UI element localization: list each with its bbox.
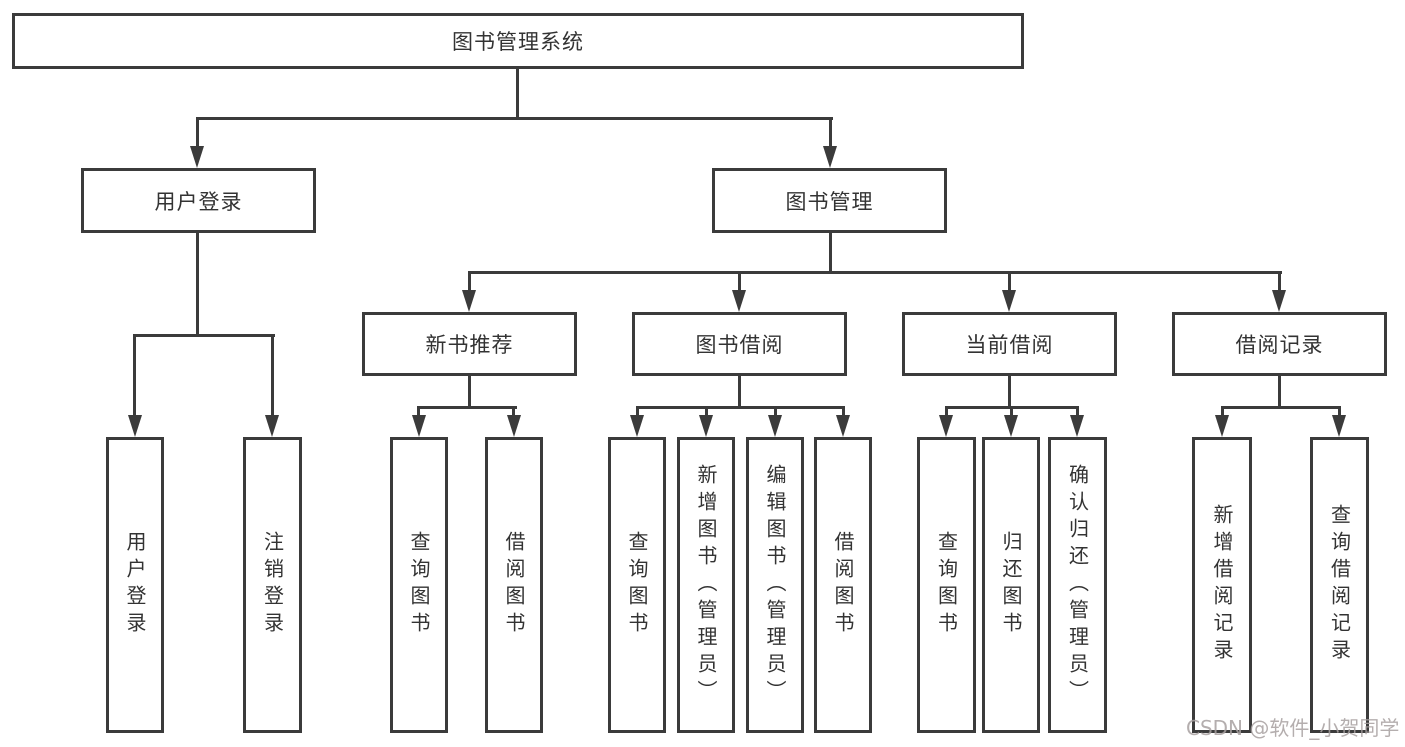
connector-stub-records-leaf-2 <box>1338 406 1341 415</box>
connector-stub-current-borrow <box>1008 271 1011 290</box>
connector-stub-bookborrow-leaf-4 <box>842 406 845 415</box>
node-book-mgmt: 图书管理 <box>712 168 947 233</box>
arrow-currentborrow-leaf-3 <box>1070 415 1084 437</box>
arrow-login-leaf-2 <box>265 415 279 437</box>
node-book-borrow-label: 图书借阅 <box>695 333 784 357</box>
connector-stub-newbooks-leaf-1 <box>417 406 420 415</box>
connector-stub-currentborrow-leaf-2 <box>1010 406 1013 415</box>
arrow-records-leaf-2 <box>1332 415 1346 437</box>
node-user-login-label: 用户登录 <box>154 189 243 214</box>
connector-bookborrow-horizontal <box>636 406 845 409</box>
node-borrow-records: 借阅记录 <box>1172 312 1387 376</box>
leaf-current-query-label: 查询图书 <box>934 531 959 639</box>
connector-newbooks-horizontal <box>417 406 517 409</box>
connector-bookborrow-vertical <box>738 376 741 409</box>
connector-stub-currentborrow-leaf-1 <box>945 406 948 415</box>
leaf-user-login-label: 用户登录 <box>123 531 147 639</box>
connector-stub-login-leaf-1 <box>133 334 136 415</box>
node-current-borrow: 当前借阅 <box>902 312 1117 376</box>
connector-root-vertical <box>516 69 519 120</box>
leaf-current-return-label: 归还图书 <box>999 531 1023 639</box>
leaf-logout-label: 注销登录 <box>260 531 285 639</box>
leaf-borrow-query-label: 查询图书 <box>625 531 649 639</box>
arrow-currentborrow-leaf-2 <box>1004 415 1018 437</box>
csdn-watermark: CSDN @软件_小贺同学 <box>1186 716 1400 740</box>
connector-mgmt-horizontal <box>468 271 1282 274</box>
connector-newbooks-vertical <box>468 376 471 409</box>
arrow-bookborrow-leaf-3 <box>768 415 782 437</box>
arrow-records-leaf-1 <box>1215 415 1229 437</box>
connector-stub-currentborrow-leaf-3 <box>1076 406 1079 415</box>
leaf-borrow-edit-admin: 编辑图书（管理员） <box>746 437 804 733</box>
connector-mgmt-vertical <box>829 233 832 274</box>
node-current-borrow-label: 当前借阅 <box>965 333 1054 357</box>
leaf-records-add-label: 新增借阅记录 <box>1210 504 1234 666</box>
connector-stub-records-leaf-1 <box>1221 406 1224 415</box>
node-new-books: 新书推荐 <box>362 312 577 376</box>
leaf-logout: 注销登录 <box>243 437 302 733</box>
leaf-borrow-borrow-label: 借阅图书 <box>831 531 855 639</box>
node-root-label: 图书管理系统 <box>452 30 584 54</box>
leaf-borrow-borrow: 借阅图书 <box>814 437 872 733</box>
connector-currentborrow-vertical <box>1008 376 1011 409</box>
connector-stub-book-mgmt <box>829 117 832 146</box>
leaf-current-return: 归还图书 <box>982 437 1040 733</box>
leaf-borrow-add-admin-label: 新增图书（管理员） <box>694 463 718 707</box>
arrow-bookborrow-leaf-4 <box>836 415 850 437</box>
connector-stub-bookborrow-leaf-3 <box>774 406 777 415</box>
leaf-records-query: 查询借阅记录 <box>1310 437 1369 733</box>
connector-stub-bookborrow-leaf-2 <box>705 406 708 415</box>
node-book-borrow: 图书借阅 <box>632 312 847 376</box>
node-book-mgmt-label: 图书管理 <box>785 189 874 214</box>
connector-root-horizontal <box>196 117 833 120</box>
node-root: 图书管理系统 <box>12 13 1024 69</box>
leaf-current-query: 查询图书 <box>917 437 976 733</box>
leaf-current-confirm-admin: 确认归还（管理员） <box>1048 437 1107 733</box>
connector-records-horizontal <box>1221 406 1341 409</box>
leaf-newbooks-query-label: 查询图书 <box>407 531 431 639</box>
connector-stub-bookborrow-leaf-1 <box>636 406 639 415</box>
arrow-new-books <box>462 290 476 312</box>
connector-login-vertical <box>196 233 199 337</box>
arrow-book-borrow <box>732 290 746 312</box>
leaf-current-confirm-admin-label: 确认归还（管理员） <box>1065 463 1090 707</box>
connector-stub-login-leaf-2 <box>271 334 274 415</box>
arrow-newbooks-leaf-1 <box>412 415 426 437</box>
arrow-bookborrow-leaf-2 <box>699 415 713 437</box>
leaf-user-login: 用户登录 <box>106 437 164 733</box>
leaf-borrow-add-admin: 新增图书（管理员） <box>677 437 735 733</box>
arrow-newbooks-leaf-2 <box>507 415 521 437</box>
arrow-bookborrow-leaf-1 <box>630 415 644 437</box>
arrow-currentborrow-leaf-1 <box>939 415 953 437</box>
connector-login-horizontal <box>133 334 275 337</box>
connector-stub-book-borrow <box>738 271 741 290</box>
leaf-newbooks-query: 查询图书 <box>390 437 448 733</box>
node-new-books-label: 新书推荐 <box>425 333 514 357</box>
arrow-book-mgmt <box>823 146 837 168</box>
node-borrow-records-label: 借阅记录 <box>1235 333 1324 357</box>
connector-stub-user-login <box>196 117 199 146</box>
connector-stub-newbooks-leaf-2 <box>512 406 515 415</box>
connector-stub-new-books <box>468 271 471 290</box>
arrow-user-login <box>190 146 204 168</box>
leaf-borrow-query: 查询图书 <box>608 437 666 733</box>
arrow-login-leaf-1 <box>128 415 142 437</box>
leaf-newbooks-borrow: 借阅图书 <box>485 437 543 733</box>
node-user-login: 用户登录 <box>81 168 316 233</box>
leaf-borrow-edit-admin-label: 编辑图书（管理员） <box>763 463 787 707</box>
connector-stub-borrow-records <box>1278 271 1281 290</box>
leaf-records-query-label: 查询借阅记录 <box>1327 504 1352 666</box>
leaf-records-add: 新增借阅记录 <box>1192 437 1252 733</box>
connector-records-vertical <box>1278 376 1281 409</box>
arrow-current-borrow <box>1002 290 1016 312</box>
arrow-borrow-records <box>1272 290 1286 312</box>
leaf-newbooks-borrow-label: 借阅图书 <box>502 531 526 639</box>
